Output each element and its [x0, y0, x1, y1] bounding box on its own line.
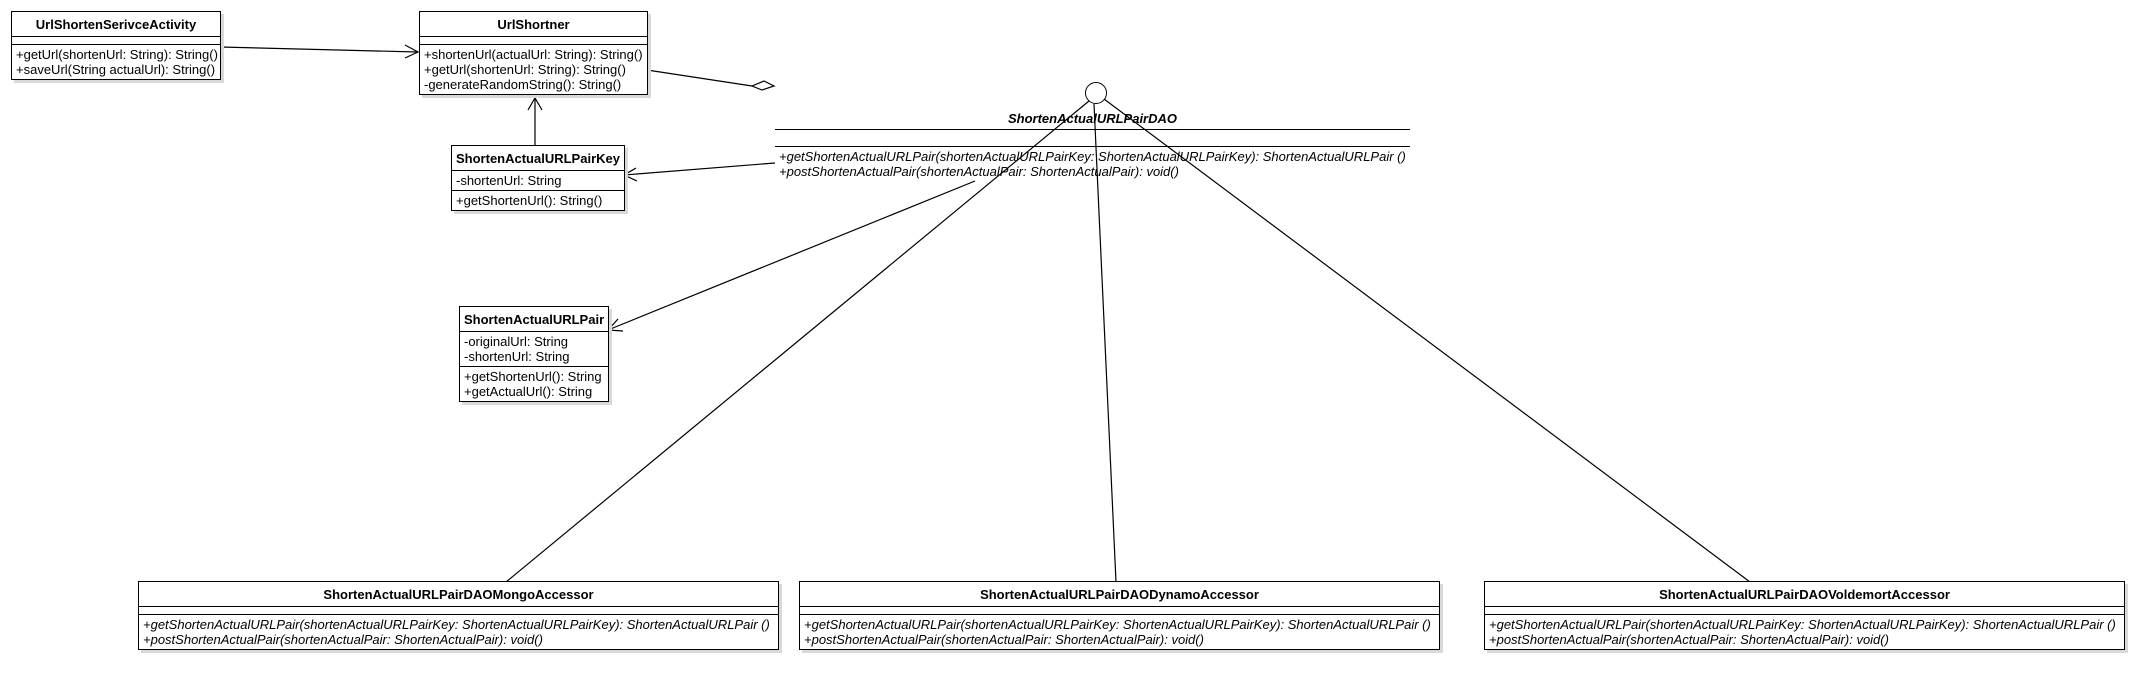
class-name: ShortenActualURLPairDAOVoldemortAccessor [1485, 582, 2124, 607]
class-dao-mongo-accessor[interactable]: ShortenActualURLPairDAOMongoAccessor +ge… [138, 581, 779, 650]
arrowhead-activity-to-shortner [404, 44, 420, 59]
method-row: -generateRandomString(): String() [424, 77, 622, 92]
edge-dynamo-to-dao [1093, 103, 1117, 583]
methods-section: +shortenUrl(actualUrl: String): String()… [420, 45, 647, 94]
methods-section: +getShortenUrl(): String() [452, 191, 624, 210]
edge-dao-to-pairkey [623, 162, 776, 176]
methods-section: +getShortenActualURLPair(shortenActualUR… [800, 615, 1439, 649]
method-row: +getShortenUrl(): String() [456, 193, 603, 208]
attributes-section [139, 607, 778, 615]
methods-section: +getUrl(shortenUrl: String): String() +s… [12, 45, 220, 79]
method-row: +shortenUrl(actualUrl: String): String() [424, 47, 643, 62]
attributes-section: -shortenUrl: String [452, 171, 624, 191]
attribute-row: -shortenUrl: String [464, 349, 570, 364]
aggregation-diamond [750, 80, 776, 91]
edge-dao-to-pair [607, 180, 976, 331]
method-row: +postShortenActualPair(shortenActualPair… [1489, 632, 1889, 647]
method-row: +getShortenActualURLPair(shortenActualUR… [804, 617, 1431, 632]
attribute-row: -shortenUrl: String [456, 173, 562, 188]
attributes-section [775, 130, 1410, 147]
class-dao-voldemort-accessor[interactable]: ShortenActualURLPairDAOVoldemortAccessor… [1484, 581, 2125, 650]
interface-lollipop-icon [1085, 82, 1107, 104]
class-name: ShortenActualURLPairDAOMongoAccessor [139, 582, 778, 607]
methods-section: +getShortenActualURLPair(shortenActualUR… [775, 147, 1410, 181]
class-url-shortner[interactable]: UrlShortner +shortenUrl(actualUrl: Strin… [419, 11, 648, 95]
edge-mongo-to-dao [505, 100, 1090, 583]
class-shorten-actual-url-pair[interactable]: ShortenActualURLPair -originalUrl: Strin… [459, 306, 609, 402]
arrowhead-pairkey-to-shortner [527, 96, 543, 111]
class-name: ShortenActualURLPair [460, 307, 608, 332]
interface-name: ShortenActualURLPairDAO [775, 111, 1410, 130]
attributes-section [800, 607, 1439, 615]
method-row: +getUrl(shortenUrl: String): String() [16, 47, 218, 62]
class-shorten-actual-url-pair-key[interactable]: ShortenActualURLPairKey -shortenUrl: Str… [451, 145, 625, 211]
method-row: +getUrl(shortenUrl: String): String() [424, 62, 626, 77]
class-dao-dynamo-accessor[interactable]: ShortenActualURLPairDAODynamoAccessor +g… [799, 581, 1440, 650]
attributes-section [1485, 607, 2124, 615]
attributes-section [420, 37, 647, 45]
method-row: +postShortenActualPair(shortenActualPair… [143, 632, 543, 647]
attributes-section: -originalUrl: String -shortenUrl: String [460, 332, 608, 367]
method-row: +getShortenActualURLPair(shortenActualUR… [1489, 617, 2116, 632]
method-row: +postShortenActualPair(shortenActualPair… [779, 164, 1179, 179]
edge-activity-to-shortner [219, 46, 419, 53]
interface-shorten-actual-url-pair-dao[interactable]: ShortenActualURLPairDAO +getShortenActua… [775, 111, 1410, 181]
class-name: UrlShortner [420, 12, 647, 37]
methods-section: +getShortenUrl(): String +getActualUrl()… [460, 367, 608, 401]
edge-shortner-to-dao-aggregation [646, 69, 753, 87]
method-row: +saveUrl(String actualUrl): String() [16, 62, 216, 77]
attribute-row: -originalUrl: String [464, 334, 569, 349]
methods-section: +getShortenActualURLPair(shortenActualUR… [1485, 615, 2124, 649]
method-row: +getShortenActualURLPair(shortenActualUR… [143, 617, 770, 632]
class-name: UrlShortenSerivceActivity [12, 12, 220, 37]
method-row: +getActualUrl(): String [464, 384, 593, 399]
edge-voldemort-to-dao [1103, 98, 1751, 583]
attributes-section [12, 37, 220, 45]
class-name: ShortenActualURLPairDAODynamoAccessor [800, 582, 1439, 607]
class-url-shorten-service-activity[interactable]: UrlShortenSerivceActivity +getUrl(shorte… [11, 11, 221, 80]
method-row: +postShortenActualPair(shortenActualPair… [804, 632, 1204, 647]
method-row: +getShortenUrl(): String [464, 369, 602, 384]
methods-section: +getShortenActualURLPair(shortenActualUR… [139, 615, 778, 649]
class-name: ShortenActualURLPairKey [452, 146, 624, 171]
method-row: +getShortenActualURLPair(shortenActualUR… [779, 149, 1406, 164]
